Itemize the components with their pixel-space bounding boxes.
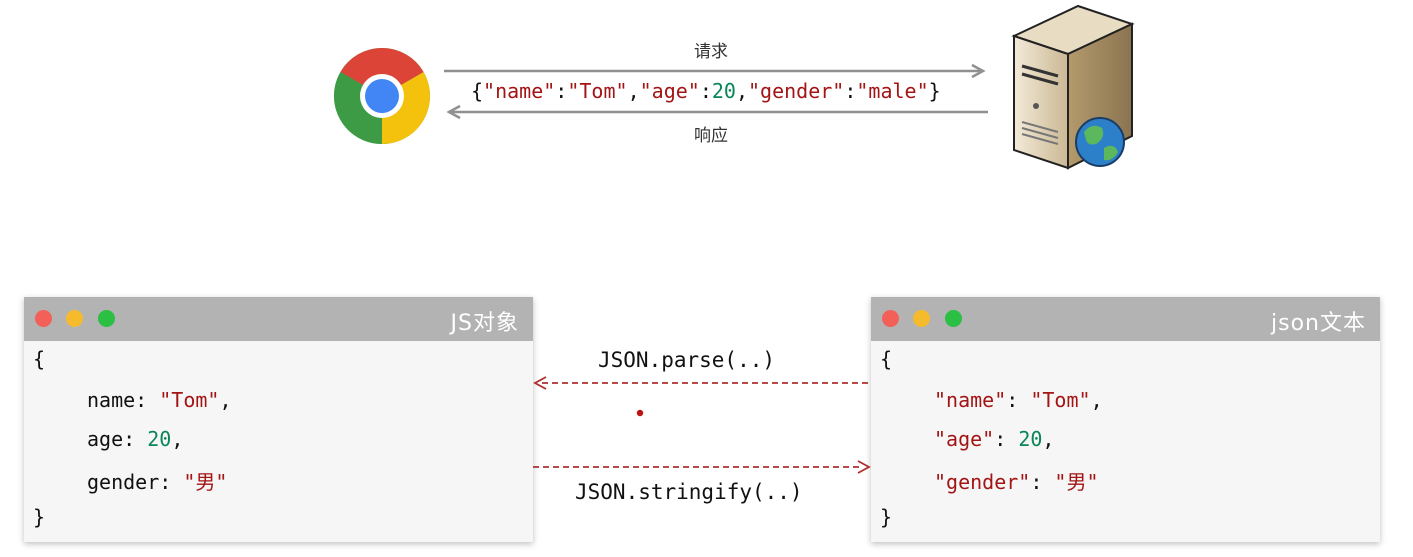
minimize-dot-icon[interactable] — [66, 310, 83, 327]
maximize-dot-icon[interactable] — [98, 310, 115, 327]
request-response-arrows — [444, 63, 988, 120]
json-text-panel: json文本 { "name": "Tom", "age": 20, "gend… — [871, 297, 1380, 542]
close-dot-icon[interactable] — [35, 310, 52, 327]
code-line-age: "age": 20, — [934, 427, 1055, 451]
code-line-gender: gender: "男" — [87, 470, 228, 494]
code-line-gender: "gender": "男" — [934, 470, 1099, 494]
code-open-brace: { — [33, 347, 46, 371]
panel-titlebar: JS对象 — [24, 297, 533, 341]
code-close-brace: } — [33, 505, 46, 529]
code-line-name: name: "Tom", — [87, 388, 232, 412]
maximize-dot-icon[interactable] — [945, 310, 962, 327]
web-server-icon — [1011, 4, 1135, 170]
conversion-arrows — [533, 376, 872, 474]
parse-label: JSON.parse(..) — [598, 348, 776, 372]
js-object-panel: JS对象 { name: "Tom", age: 20, gender: "男"… — [24, 297, 533, 542]
close-dot-icon[interactable] — [882, 310, 899, 327]
panel-titlebar: json文本 — [871, 297, 1380, 341]
panel-title: json文本 — [1271, 311, 1366, 336]
code-line-name: "name": "Tom", — [934, 388, 1103, 412]
request-label: 请求 — [694, 42, 728, 62]
json-payload: {"name":"Tom","age":20,"gender":"male"} — [471, 79, 941, 103]
stringify-label: JSON.stringify(..) — [575, 480, 803, 504]
minimize-dot-icon[interactable] — [913, 310, 930, 327]
panel-title: JS对象 — [450, 311, 519, 336]
code-open-brace: { — [880, 347, 893, 371]
cursor-dot — [636, 409, 644, 417]
chrome-icon — [333, 47, 431, 145]
code-line-age: age: 20, — [87, 427, 184, 451]
response-label: 响应 — [694, 126, 728, 146]
code-close-brace: } — [880, 505, 893, 529]
